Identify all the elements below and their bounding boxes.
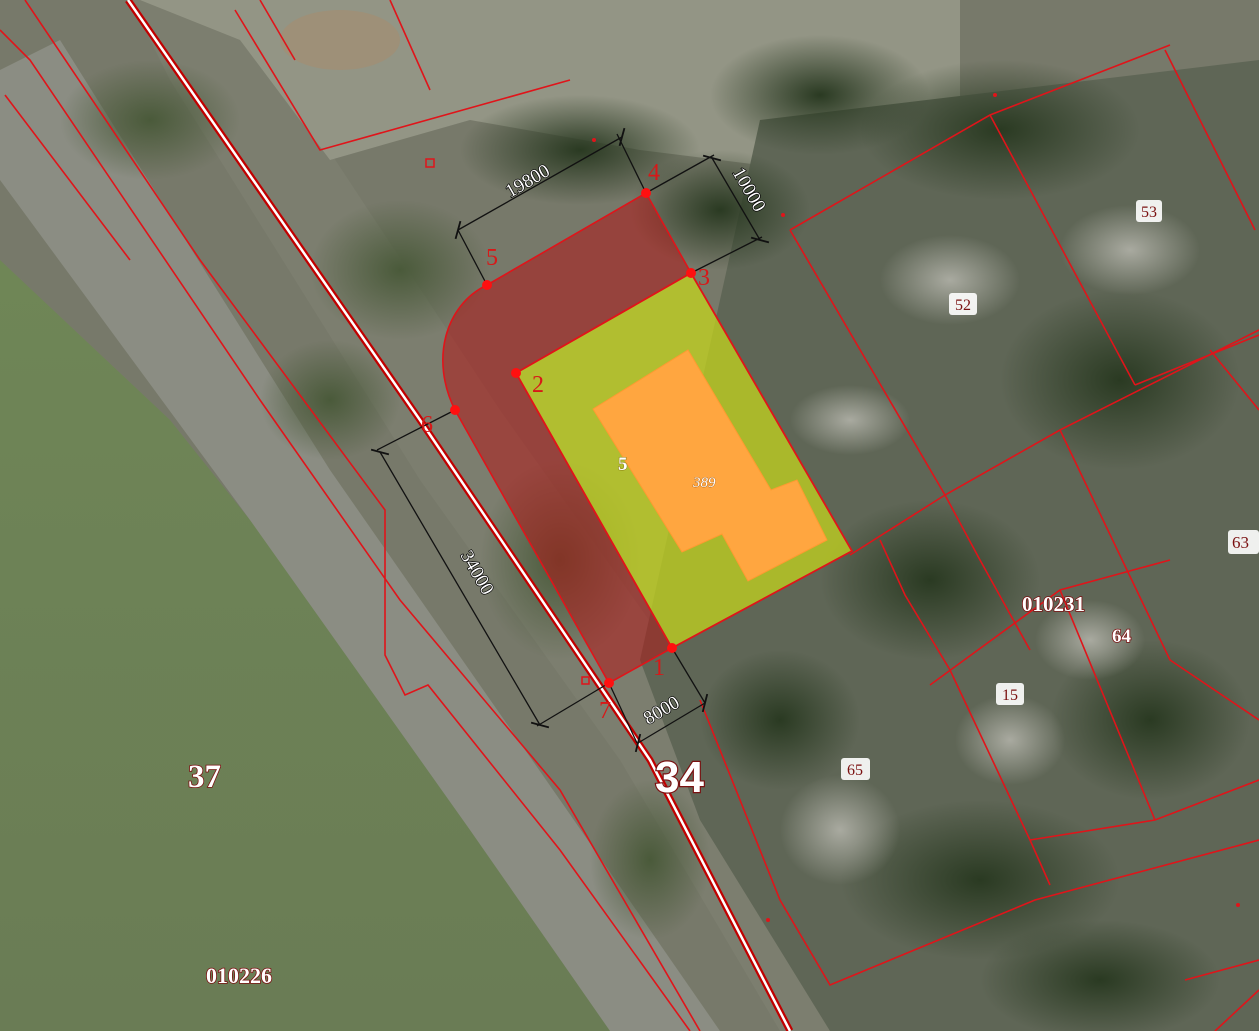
vertex-labels: 1 2 3 4 5 6 7 — [421, 160, 710, 724]
building-footprint — [592, 349, 828, 582]
quarter-010231-label: 010231 — [1022, 592, 1085, 616]
parcel-63-label: 63 — [1232, 533, 1249, 552]
quarter-010226-label: 010226 — [206, 963, 272, 988]
vertex-1-label: 1 — [653, 655, 665, 681]
vertex-3-marker — [686, 268, 696, 278]
vertex-7-label: 7 — [599, 698, 611, 724]
dimension-lines — [370, 127, 770, 753]
parcel-15-label: 15 — [1002, 687, 1018, 704]
vertex-points — [450, 188, 696, 688]
parcel-64-label: 64 — [1112, 626, 1132, 647]
vertex-4-label: 4 — [648, 160, 660, 186]
quarter-37-label: 37 — [188, 759, 221, 795]
vertex-1-marker — [667, 643, 677, 653]
vertex-7-marker — [604, 678, 614, 688]
building-area-label: 389 — [692, 475, 716, 491]
parcel-52-label: 52 — [955, 297, 971, 314]
vertex-5-marker — [482, 280, 492, 290]
survey-markers — [425, 158, 590, 685]
quarter-34-label: 34 — [655, 753, 704, 802]
vertex-2-label: 2 — [532, 372, 544, 398]
vertex-2-marker — [511, 368, 521, 378]
quarter-labels: 34 37 010226 010231 — [187, 591, 1086, 989]
vertex-4-marker — [641, 188, 651, 198]
parcel-53-label: 53 — [1141, 204, 1157, 221]
parcel-labels: 53 52 63 64 15 65 — [841, 200, 1259, 780]
parcel-65-label: 65 — [847, 762, 863, 779]
vertex-6-marker — [450, 405, 460, 415]
vertex-5-label: 5 — [486, 245, 498, 271]
building-floors-label: 5 — [618, 454, 628, 475]
vertex-3-label: 3 — [698, 265, 710, 291]
vertex-6-label: 6 — [421, 412, 433, 438]
